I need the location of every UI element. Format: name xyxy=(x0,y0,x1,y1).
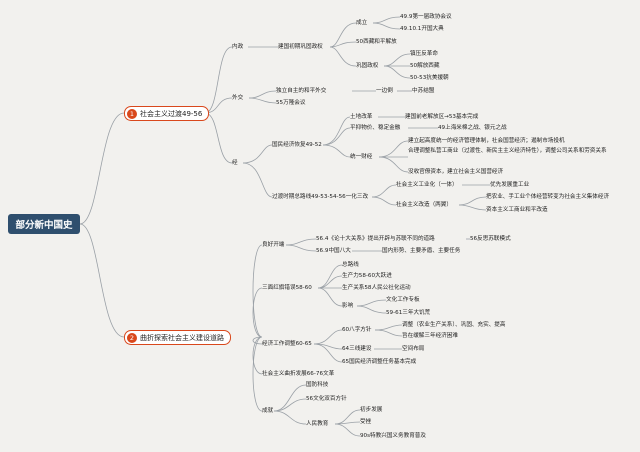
node-renmin[interactable]: 人民教育 xyxy=(306,421,329,427)
node-wancheng[interactable]: 65国民经济调整任务基本完成 xyxy=(342,359,417,365)
branch-label: 曲折探索社会主义建设道路 xyxy=(140,333,224,342)
node-cj1[interactable]: 国防科技 xyxy=(306,382,329,388)
branch-socialist-construction[interactable]: 2 曲折探索社会主义建设道路 xyxy=(124,330,231,345)
node-l2[interactable]: 56.9中国八大 xyxy=(316,248,351,254)
node-l1-result[interactable]: 56反思苏联模式 xyxy=(470,236,511,242)
node-gongyehua-result[interactable]: 优先发展重工业 xyxy=(490,182,530,188)
branch-socialist-transition[interactable]: 1 社会主义过渡49-56 xyxy=(124,106,210,121)
node-yingxiang[interactable]: 影响 xyxy=(342,303,354,309)
node-wanlong[interactable]: 55万隆会议 xyxy=(276,100,306,106)
node-guodu[interactable]: 过渡时期总路线49-53-54-56一化三改 xyxy=(272,194,369,200)
node-waijiao[interactable]: 外交 xyxy=(232,95,244,101)
node-jing[interactable]: 经 xyxy=(232,160,238,166)
node-bz2[interactable]: 旨在缓解三年经济困难 xyxy=(402,333,458,339)
node-tiaozheng[interactable]: 经济工作调整60-65 xyxy=(262,341,312,347)
node-tudi[interactable]: 土地改革 xyxy=(350,114,373,120)
node-gongyehua[interactable]: 社会主义工业化（一体） xyxy=(396,182,458,188)
node-t3[interactable]: 没收官僚资本，建立社会主义国营经济 xyxy=(408,169,504,175)
node-g3[interactable]: 50-53抗美援朝 xyxy=(410,75,449,81)
branch-number-badge: 1 xyxy=(127,108,137,119)
node-gonggu[interactable]: 巩固政权 xyxy=(356,63,379,69)
node-yibiandao[interactable]: 一边倒 xyxy=(376,88,393,94)
node-y1[interactable]: 文化工作专板 xyxy=(386,297,420,303)
node-y2[interactable]: 59-61三年大饥荒 xyxy=(386,310,431,316)
node-t1[interactable]: 建立起高度统一的经济管理体制，社会国营经济；遏制市场投机 xyxy=(408,138,565,144)
node-zhongsu[interactable]: 中苏结盟 xyxy=(412,88,435,94)
node-guomin[interactable]: 国民经济恢复49-52 xyxy=(272,142,322,148)
node-sanmian[interactable]: 三面红旗错误58-60 xyxy=(262,285,312,291)
node-chengli[interactable]: 成立 xyxy=(356,20,368,26)
node-t2[interactable]: 合理调整私营工商业（过渡性、新民主主义经济特性），调整公司关系和劳资关系 xyxy=(408,148,607,154)
node-xizang[interactable]: 50西藏和平解放 xyxy=(356,39,397,45)
node-l1[interactable]: 56.4《论十大关系》提出开辟与苏联不同的道路 xyxy=(316,236,435,242)
node-duli[interactable]: 独立自主的和平外交 xyxy=(276,88,327,94)
node-gz1[interactable]: 把农业、手工业个体经营转变为社会主义集体经济 xyxy=(486,194,610,200)
node-lianghao[interactable]: 良好开端 xyxy=(262,242,285,248)
node-chengjiu[interactable]: 成就 xyxy=(262,408,274,414)
node-c2[interactable]: 49.10.1开国大典 xyxy=(400,26,444,32)
node-jianguo[interactable]: 建国初期巩固政权 xyxy=(278,44,323,50)
node-wenge[interactable]: 社会主义曲折发展66-76文革 xyxy=(262,371,335,377)
node-g1[interactable]: 镇压反革命 xyxy=(410,51,438,57)
node-cj2[interactable]: 56文化双百方针 xyxy=(306,396,347,402)
node-s3[interactable]: 生产关系58人民公社化运动 xyxy=(342,285,411,291)
node-l2-result[interactable]: 国内形势、主要矛盾、主要任务 xyxy=(382,248,461,254)
node-r1[interactable]: 初步发展 xyxy=(360,407,383,413)
node-sanxian[interactable]: 64三线建设 xyxy=(342,346,372,352)
node-gz2[interactable]: 资本主义工商业和平改造 xyxy=(486,207,548,213)
node-neizheng[interactable]: 内政 xyxy=(232,44,244,50)
node-sanxian-result[interactable]: 空间布局 xyxy=(402,346,425,352)
root-node[interactable]: 部分新中国史 xyxy=(8,214,80,234)
node-r3[interactable]: 90s特教兴国义务教育普及 xyxy=(360,433,426,439)
node-tongyi[interactable]: 统一财经 xyxy=(350,154,373,160)
node-bz1[interactable]: 调整（农业生产关系）、巩固、充实、提高 xyxy=(402,322,506,328)
node-s1[interactable]: 总路线 xyxy=(342,262,359,268)
node-tudi-result[interactable]: 建国前老解放区→53基本完成 xyxy=(405,114,479,120)
node-pingwen[interactable]: 平抑物价、稳定金融 xyxy=(350,125,401,131)
node-gaizao[interactable]: 社会主义改造（两翼） xyxy=(396,202,452,208)
node-c1[interactable]: 49.9第一届政协会议 xyxy=(400,14,452,20)
branch-label: 社会主义过渡49-56 xyxy=(140,109,203,118)
branch-number-badge: 2 xyxy=(127,332,137,343)
node-g2[interactable]: 50解放西藏 xyxy=(410,63,440,69)
node-pingwen-result[interactable]: 49上海米棉之战、银元之战 xyxy=(438,125,507,131)
node-r2[interactable]: 受挫 xyxy=(360,419,372,425)
node-s2[interactable]: 生产力58-60大跃进 xyxy=(342,273,392,279)
node-bazi[interactable]: 60八字方针 xyxy=(342,327,372,333)
